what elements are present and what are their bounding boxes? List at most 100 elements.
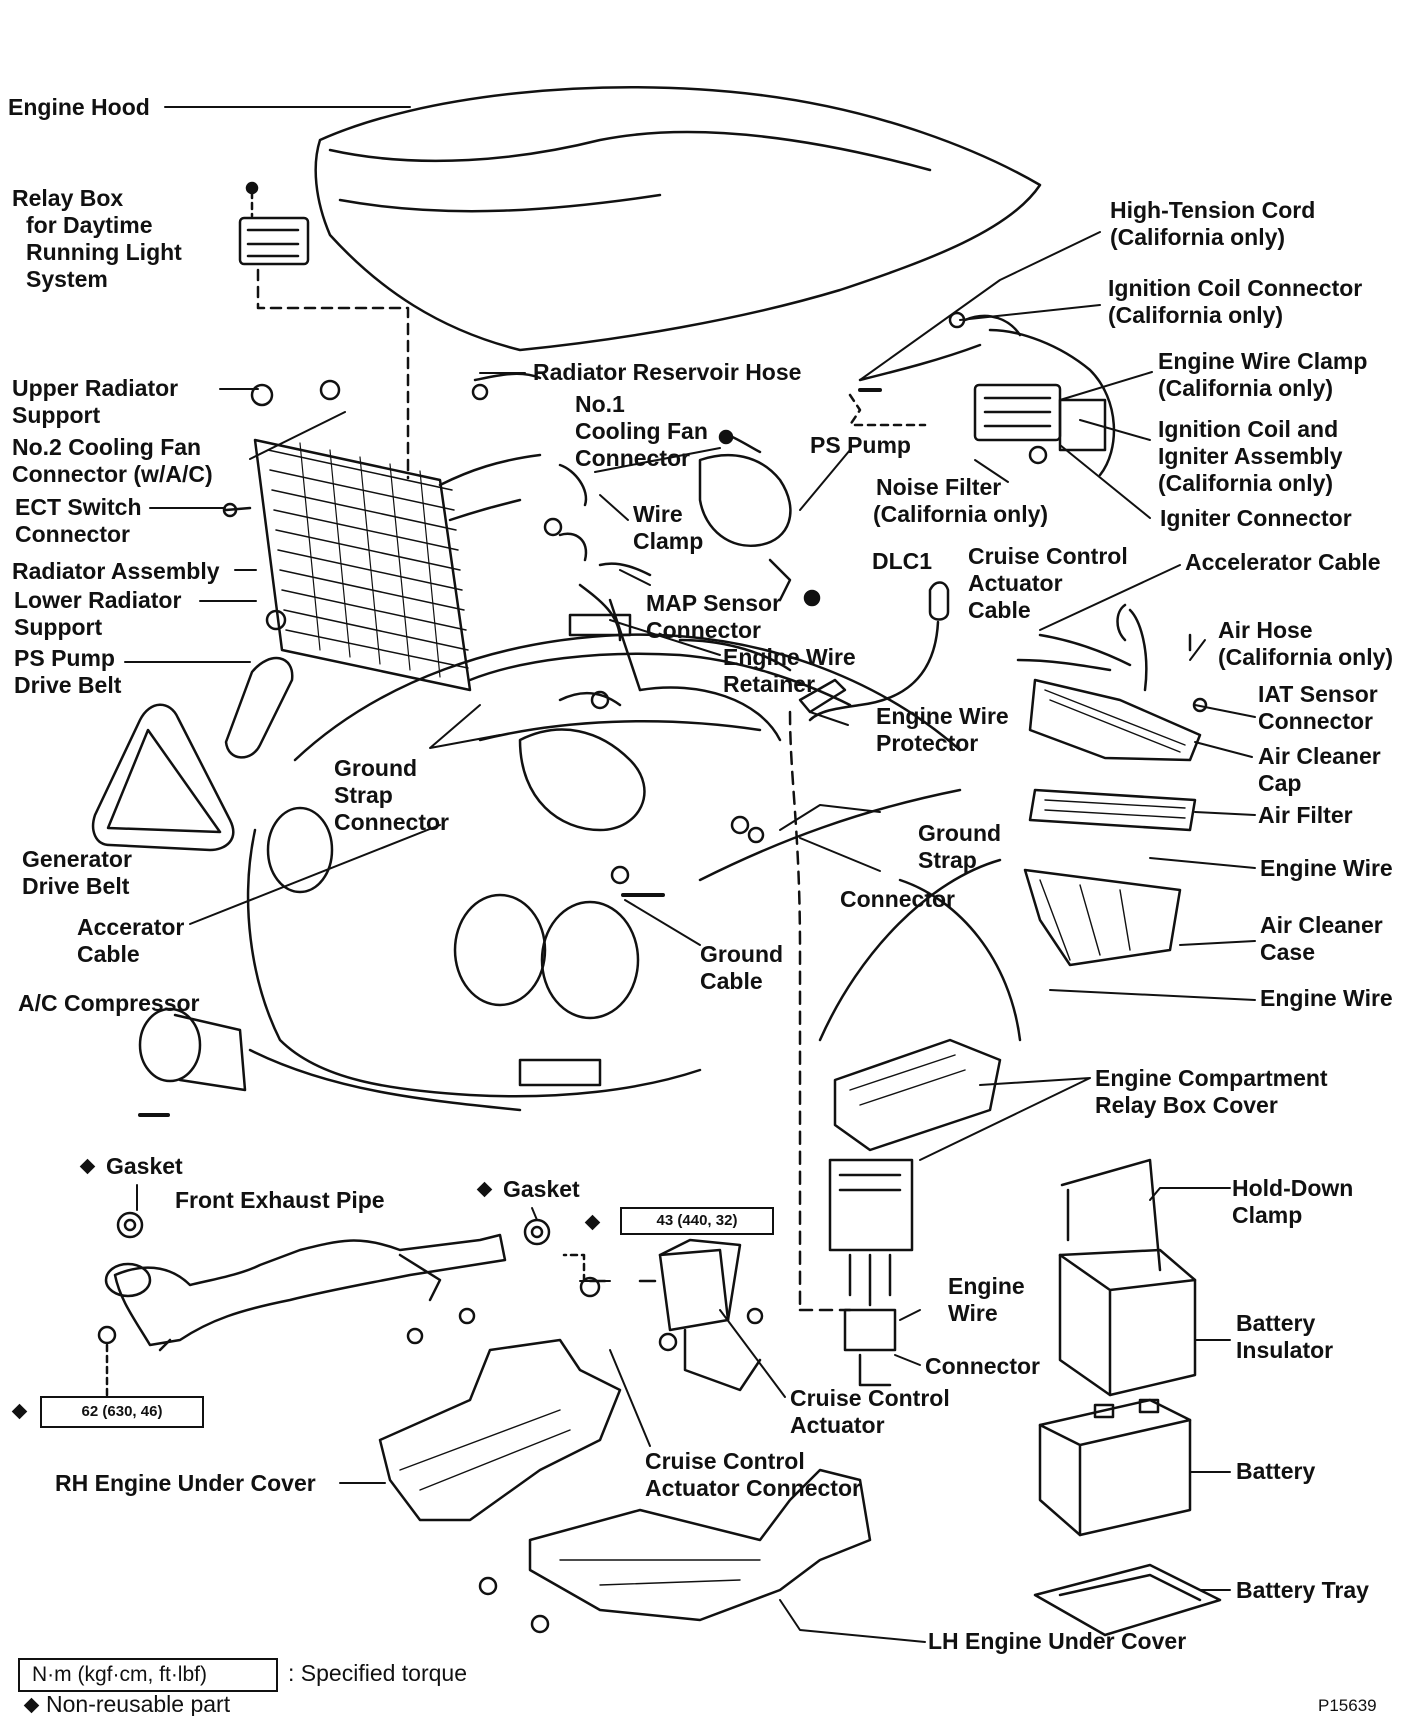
relay-box-cover-drawing bbox=[828, 1038, 1002, 1387]
label-ground-cable: Ground Cable bbox=[700, 941, 783, 995]
label-line: Support bbox=[12, 402, 101, 428]
label-generator-drive-belt: Generator Drive Belt bbox=[22, 846, 132, 900]
label-air-hose: Air Hose (California only) bbox=[1218, 617, 1393, 671]
label-battery-tray: Battery Tray bbox=[1236, 1577, 1369, 1603]
label-ect-switch-connector: ECT Switch Connector bbox=[15, 494, 142, 548]
label-relay-box-drl: Relay Box for Daytime Running Light Syst… bbox=[12, 185, 182, 293]
label-line: (California only) bbox=[873, 501, 1049, 527]
label-lower-radiator-support: Lower Radiator Support bbox=[14, 587, 181, 641]
label-line: (California only) bbox=[1110, 224, 1286, 250]
label-cruise-control-actuator: Cruise Control Actuator bbox=[790, 1385, 950, 1439]
label-line: Engine Wire bbox=[723, 644, 856, 670]
label-connector-mid: Connector bbox=[840, 886, 955, 912]
car-body-drawing bbox=[246, 633, 1022, 1112]
label-battery-insulator: Battery Insulator bbox=[1236, 1310, 1333, 1364]
label-line: Strap bbox=[334, 782, 393, 808]
air-cleaner-drawing bbox=[1016, 603, 1208, 967]
drive-belts-drawing bbox=[91, 656, 294, 852]
label-line: Ignition Coil and bbox=[1158, 416, 1339, 442]
label-air-cleaner-case: Air Cleaner Case bbox=[1260, 912, 1383, 966]
label-hold-down-clamp: Hold-Down Clamp bbox=[1232, 1175, 1353, 1229]
label-line: Upper Radiator bbox=[12, 375, 179, 401]
label-radiator-reservoir-hose: Radiator Reservoir Hose bbox=[533, 359, 802, 385]
label-line: Engine bbox=[948, 1273, 1025, 1299]
label-line: Protector bbox=[876, 730, 979, 756]
label-line: Ground bbox=[918, 820, 1002, 846]
label-ignition-coil-igniter: Ignition Coil and Igniter Assembly (Cali… bbox=[1158, 416, 1342, 497]
label-line: Battery bbox=[1236, 1310, 1316, 1336]
label-line: Connector bbox=[575, 445, 690, 471]
torque-box-actuator: 43 (440, 32) bbox=[620, 1207, 774, 1235]
label-line: Case bbox=[1260, 939, 1315, 965]
ac-compressor-drawing bbox=[138, 1007, 247, 1117]
torque-box-exhaust: 62 (630, 46) bbox=[40, 1396, 204, 1428]
label-line: Engine Compartment bbox=[1095, 1065, 1328, 1091]
label-line: Igniter Assembly bbox=[1158, 443, 1343, 469]
label-line: Clamp bbox=[633, 528, 704, 554]
label-upper-radiator-support: Upper Radiator Support bbox=[12, 375, 178, 429]
label-ps-pump-drive-belt: PS Pump Drive Belt bbox=[14, 645, 121, 699]
label-engine-wire-r1: Engine Wire bbox=[1260, 855, 1393, 881]
label-dlc1: DLC1 bbox=[872, 548, 933, 574]
label-line: Cable bbox=[700, 968, 763, 994]
label-line: Connector bbox=[1258, 708, 1373, 734]
dlc1-and-cable-drawing bbox=[788, 581, 950, 1312]
label-gasket-left: Gasket bbox=[106, 1153, 183, 1179]
label-line: Cruise Control bbox=[790, 1385, 950, 1411]
label-line: Ignition Coil Connector bbox=[1108, 275, 1363, 301]
legend-specified-torque: : Specified torque bbox=[288, 1660, 468, 1686]
leader-lines bbox=[124, 106, 1256, 1643]
label-line: Relay Box Cover bbox=[1095, 1092, 1278, 1118]
label-no1-cooling-fan-connector: No.1 Cooling Fan Connector bbox=[575, 391, 708, 472]
label-line: Cable bbox=[77, 941, 140, 967]
radiator-drawing bbox=[222, 372, 542, 692]
cruise-control-actuator-drawing bbox=[562, 1238, 764, 1392]
label-engine-hood: Engine Hood bbox=[8, 94, 150, 120]
label-line: Lower Radiator bbox=[14, 587, 182, 613]
label-line: Cooling Fan bbox=[575, 418, 708, 444]
label-air-filter: Air Filter bbox=[1258, 802, 1353, 828]
label-line: Engine Wire bbox=[876, 703, 1009, 729]
label-relay-box-cover: Engine Compartment Relay Box Cover bbox=[1095, 1065, 1328, 1119]
label-line: Connector bbox=[334, 809, 449, 835]
label-cruise-control-actuator-connector: Cruise Control Actuator Connector bbox=[645, 1448, 861, 1502]
label-connector-lower: Connector bbox=[925, 1353, 1040, 1379]
label-air-cleaner-cap: Air Cleaner Cap bbox=[1258, 743, 1381, 797]
label-noise-filter: Noise Filter (California only) bbox=[873, 474, 1048, 528]
label-line: Wire bbox=[633, 501, 683, 527]
label-line: PS Pump bbox=[14, 645, 115, 671]
engine-bay-components-drawing bbox=[518, 453, 792, 897]
label-ground-strap: Ground Strap bbox=[918, 820, 1001, 874]
label-accerator-cable: Accerator Cable bbox=[77, 914, 184, 968]
label-line: (California only) bbox=[1158, 375, 1334, 401]
label-line: Wire bbox=[948, 1300, 998, 1326]
label-line: Air Cleaner bbox=[1260, 912, 1383, 938]
label-line: Connector (w/A/C) bbox=[12, 461, 213, 487]
label-line: Hold-Down bbox=[1232, 1175, 1354, 1201]
label-line: Actuator Connector bbox=[645, 1475, 861, 1501]
label-engine-wire-retainer: Engine Wire Retainer bbox=[723, 644, 856, 698]
label-gasket-right: Gasket bbox=[503, 1176, 580, 1202]
label-line: (California only) bbox=[1218, 644, 1394, 670]
label-radiator-assembly: Radiator Assembly bbox=[12, 558, 220, 584]
front-exhaust-pipe-drawing bbox=[97, 1211, 551, 1412]
label-ignition-coil-connector: Ignition Coil Connector (California only… bbox=[1108, 275, 1362, 329]
label-line: Ground bbox=[334, 755, 418, 781]
label-rh-engine-under-cover: RH Engine Under Cover bbox=[55, 1470, 316, 1496]
label-line: IAT Sensor bbox=[1258, 681, 1378, 707]
legend-unit-box: N·m (kgf·cm, ft·lbf) bbox=[18, 1658, 278, 1692]
label-ps-pump: PS Pump bbox=[810, 432, 911, 458]
label-line: Running Light bbox=[26, 239, 182, 265]
label-line: Air Cleaner bbox=[1258, 743, 1381, 769]
label-line: Cruise Control bbox=[968, 543, 1128, 569]
label-line: Cruise Control bbox=[645, 1448, 805, 1474]
label-line: Actuator bbox=[790, 1412, 885, 1438]
label-line: ECT Switch bbox=[15, 494, 142, 520]
label-igniter-connector: Igniter Connector bbox=[1160, 505, 1352, 531]
label-lh-engine-under-cover: LH Engine Under Cover bbox=[928, 1628, 1187, 1654]
legend-non-reusable-part: Non-reusable part bbox=[46, 1691, 231, 1716]
label-battery: Battery bbox=[1236, 1458, 1316, 1484]
label-line: Strap bbox=[918, 847, 977, 873]
